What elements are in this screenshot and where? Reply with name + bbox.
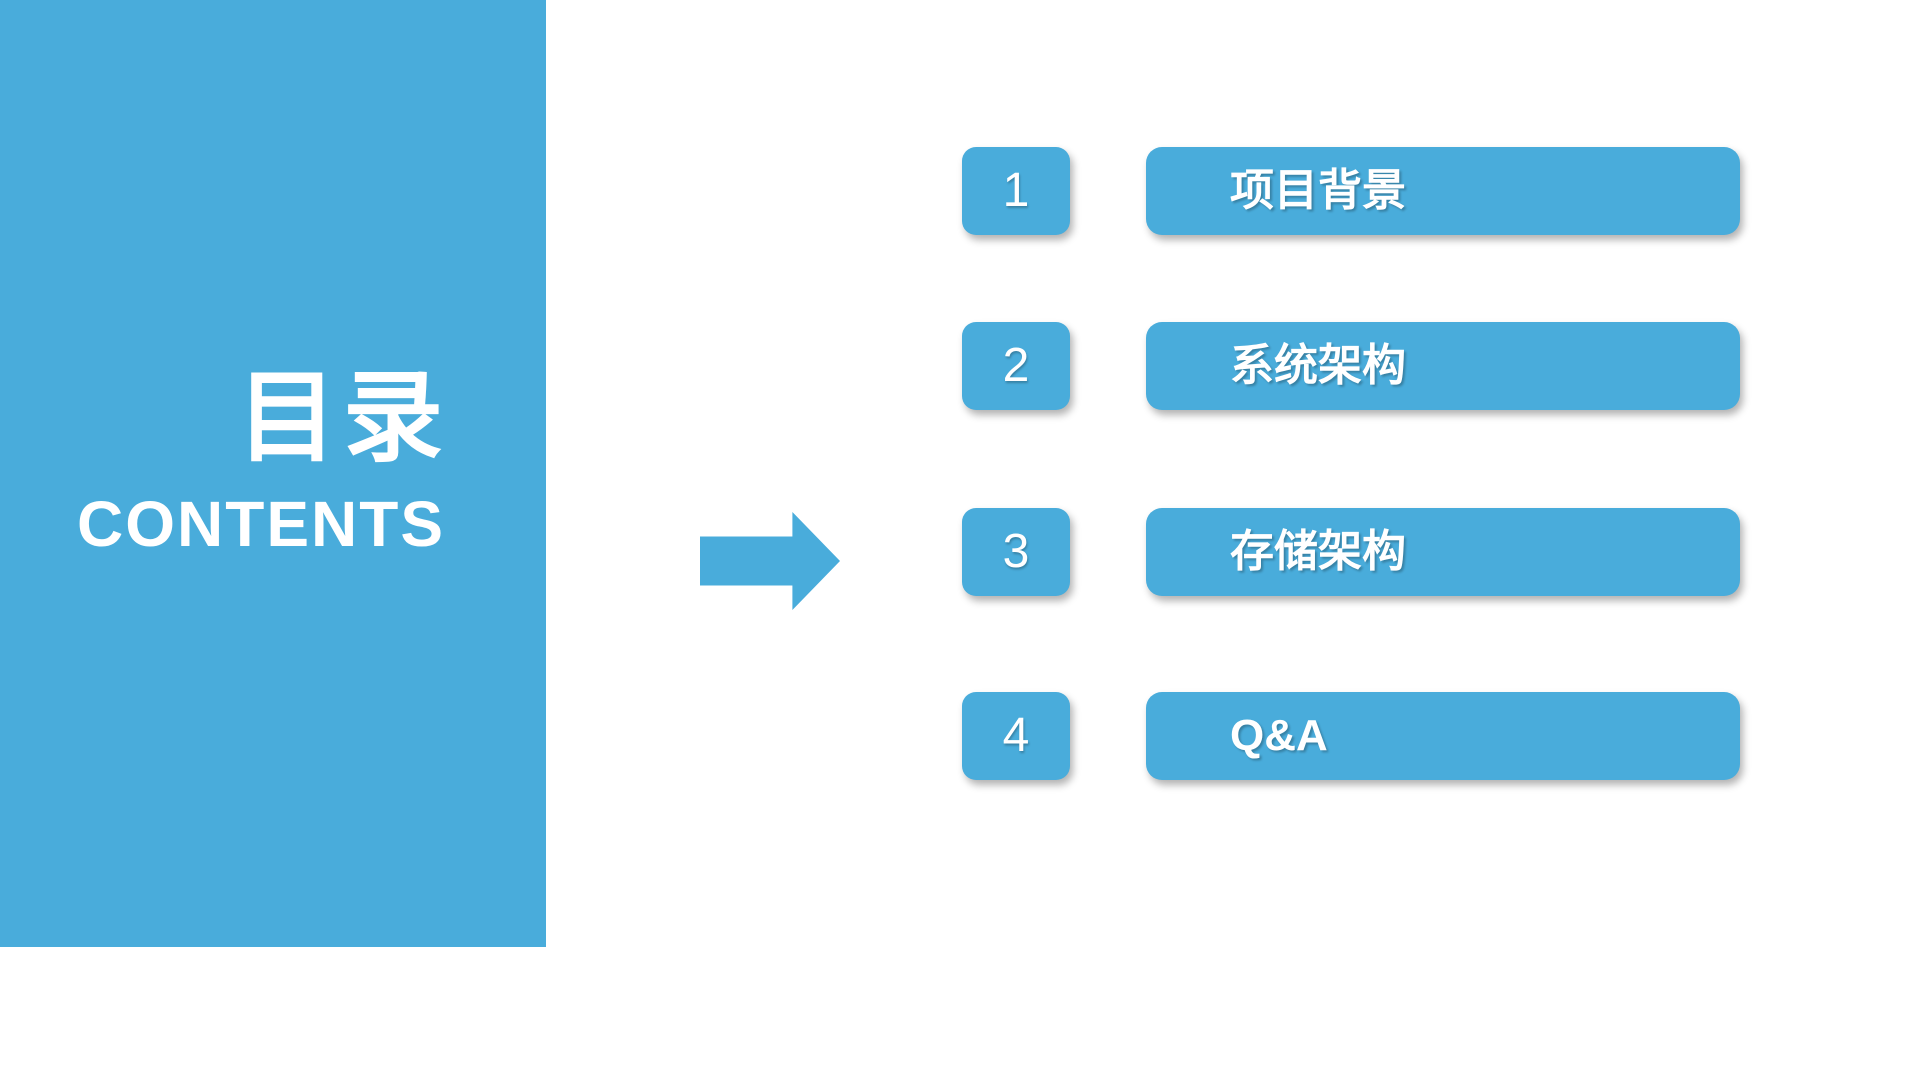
toc-item-row: 3 存储架构 — [0, 508, 1919, 596]
toc-title-panel: 目录 CONTENTS — [0, 0, 546, 947]
toc-item-number: 3 — [1002, 525, 1030, 578]
toc-item-number: 4 — [1002, 709, 1030, 762]
toc-item-number: 1 — [1002, 164, 1030, 217]
toc-item-row: 1 项目背景 — [0, 147, 1919, 235]
toc-item-bar[interactable]: 项目背景 — [1146, 147, 1740, 235]
toc-item-bar[interactable]: 存储架构 — [1146, 508, 1740, 596]
toc-item-bar[interactable]: Q&A — [1146, 692, 1740, 780]
toc-item-row: 2 系统架构 — [0, 322, 1919, 410]
toc-item-number-box[interactable]: 4 — [962, 692, 1070, 780]
toc-item-number: 2 — [1002, 339, 1030, 392]
toc-item-label: Q&A — [1230, 711, 1328, 760]
toc-item-number-box[interactable]: 1 — [962, 147, 1070, 235]
title-block: 目录 CONTENTS — [77, 365, 443, 561]
toc-item-label: 存储架构 — [1230, 527, 1406, 576]
toc-item-label: 系统架构 — [1230, 341, 1406, 390]
toc-item-label: 项目背景 — [1230, 166, 1406, 215]
toc-item-row: 4 Q&A — [0, 692, 1919, 780]
toc-item-bar[interactable]: 系统架构 — [1146, 322, 1740, 410]
page-title: 目录 — [237, 362, 449, 474]
toc-item-number-box[interactable]: 2 — [962, 322, 1070, 410]
page-subtitle: CONTENTS — [77, 488, 445, 560]
toc-item-number-box[interactable]: 3 — [962, 508, 1070, 596]
